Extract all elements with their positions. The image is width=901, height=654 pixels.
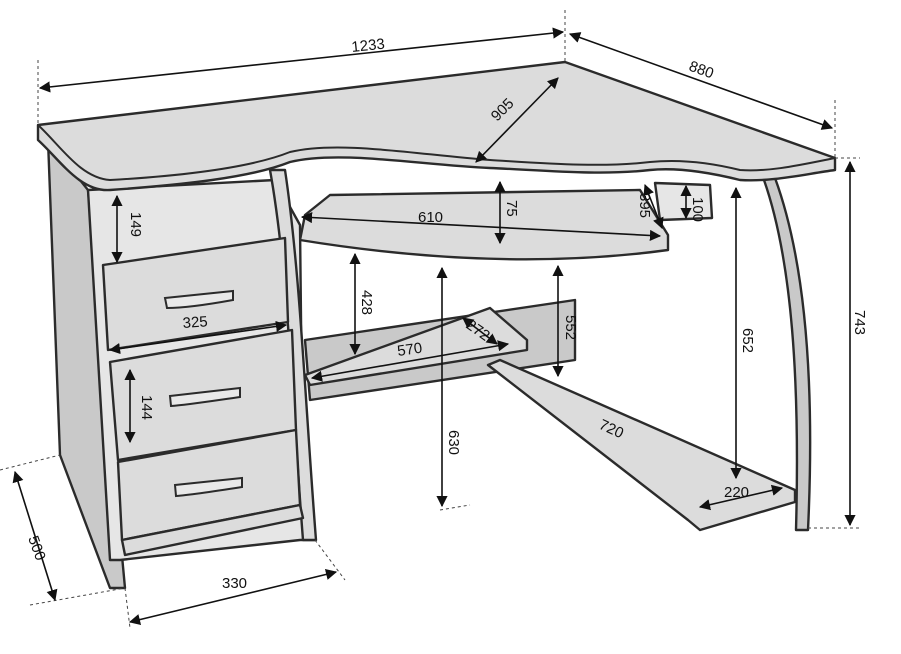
drawer-handle-bottom bbox=[173, 476, 243, 498]
label-side-width: 880 bbox=[687, 58, 716, 83]
desk-drawing bbox=[36, 60, 837, 590]
dim-line-shelf-width bbox=[310, 340, 510, 382]
dim-line-diagonal bbox=[475, 77, 559, 163]
pedestal-bottom-shelf bbox=[120, 503, 305, 557]
dim-line-depth bbox=[12, 470, 58, 602]
dim-line-drawer-width bbox=[108, 320, 288, 355]
label-shelf-width: 570 bbox=[396, 340, 423, 360]
label-right-height: 652 bbox=[739, 328, 756, 353]
label-footrest-depth: 220 bbox=[724, 484, 749, 501]
right-side-panel bbox=[762, 176, 812, 532]
label-leg-height: 630 bbox=[445, 430, 462, 455]
desk-top-front-edge bbox=[37, 124, 836, 182]
label-total-height: 743 bbox=[851, 310, 868, 335]
label-pedestal-width: 330 bbox=[222, 575, 247, 592]
dim-line-keyboard-width bbox=[300, 211, 662, 242]
dim-line-tray-depth bbox=[643, 183, 664, 230]
label-keyboard-width: 610 bbox=[418, 209, 443, 226]
label-inner-height: 552 bbox=[562, 315, 579, 340]
label-depth: 500 bbox=[24, 534, 49, 563]
dim-line-pedestal-width bbox=[128, 568, 338, 626]
drawer-handle-middle bbox=[168, 386, 241, 408]
label-tray-height: 100 bbox=[689, 197, 706, 222]
dim-line-shelf-depth bbox=[462, 317, 498, 345]
dim-line-footrest-depth bbox=[698, 484, 784, 511]
desk-top bbox=[36, 60, 837, 192]
footrest bbox=[486, 358, 797, 532]
drawer-handle-top bbox=[163, 289, 234, 310]
label-drawer-height: 144 bbox=[138, 395, 155, 420]
dim-line-side-width bbox=[568, 32, 834, 130]
dimension-lines bbox=[12, 27, 856, 626]
label-tray-depth: 395 bbox=[636, 193, 653, 218]
label-top-drawer: 149 bbox=[127, 212, 144, 237]
dim-line-overall-width bbox=[38, 27, 565, 93]
keyboard-tray bbox=[298, 188, 670, 261]
label-knee-clearance: 428 bbox=[358, 290, 375, 315]
label-drawer-width: 325 bbox=[182, 313, 208, 332]
label-overall-width: 1233 bbox=[351, 36, 386, 56]
label-keyboard-height: 75 bbox=[503, 200, 520, 217]
extension-lines bbox=[0, 10, 860, 629]
